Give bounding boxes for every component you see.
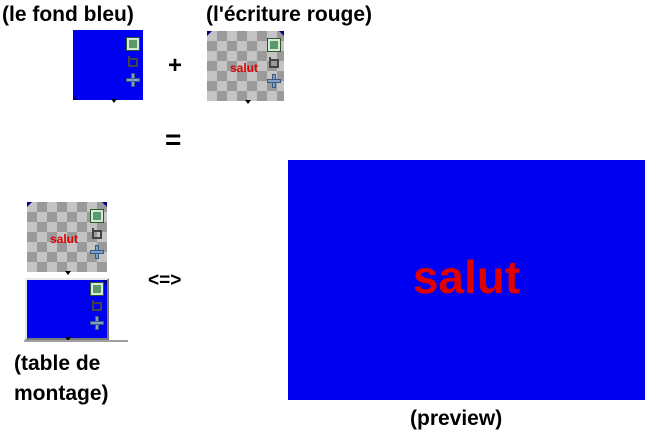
red-text-label: (l'écriture rouge) [206, 3, 373, 26]
clip-corner-marker [27, 202, 32, 207]
crop-icon[interactable] [126, 55, 140, 69]
crop-icon[interactable] [90, 299, 104, 313]
film-icon[interactable] [90, 209, 104, 223]
red-text-clip[interactable]: salut [207, 31, 284, 104]
blue-background-label: (le fond bleu) [2, 3, 134, 26]
move-icon[interactable] [267, 74, 281, 88]
clip-anchor-marker [65, 271, 71, 275]
equivalent-operator: <=> [148, 270, 182, 291]
move-icon[interactable] [126, 73, 140, 87]
preview-text: salut [412, 251, 521, 303]
move-icon[interactable] [90, 245, 104, 259]
crop-icon[interactable] [267, 56, 281, 70]
clip-corner-marker [102, 280, 107, 285]
equals-operator: = [165, 124, 182, 155]
preview-label: (preview) [410, 407, 503, 430]
film-icon[interactable] [267, 38, 281, 52]
clip-anchor-marker [111, 99, 117, 103]
clip-text: salut [50, 232, 79, 246]
clip-anchor-marker [65, 337, 71, 341]
clip-corner-marker [279, 31, 284, 36]
blue-background-clip[interactable] [73, 30, 143, 103]
clip-corner-marker [207, 31, 212, 36]
preview-canvas: salut [288, 160, 645, 400]
plus-operator: + [168, 52, 183, 79]
clip-corner-marker [102, 202, 107, 207]
timeline-blue-background-clip[interactable] [25, 278, 109, 341]
crop-icon[interactable] [90, 227, 104, 241]
clip-corner-marker [73, 95, 78, 100]
film-icon[interactable] [126, 37, 140, 51]
clip-text: salut [230, 61, 259, 75]
timeline-track-divider [24, 340, 128, 342]
clip-anchor-marker [245, 100, 251, 104]
film-icon[interactable] [90, 282, 104, 296]
timeline-red-text-clip[interactable]: salut [27, 202, 107, 275]
timeline-label: (table de montage) [14, 352, 109, 405]
move-icon[interactable] [90, 316, 104, 330]
